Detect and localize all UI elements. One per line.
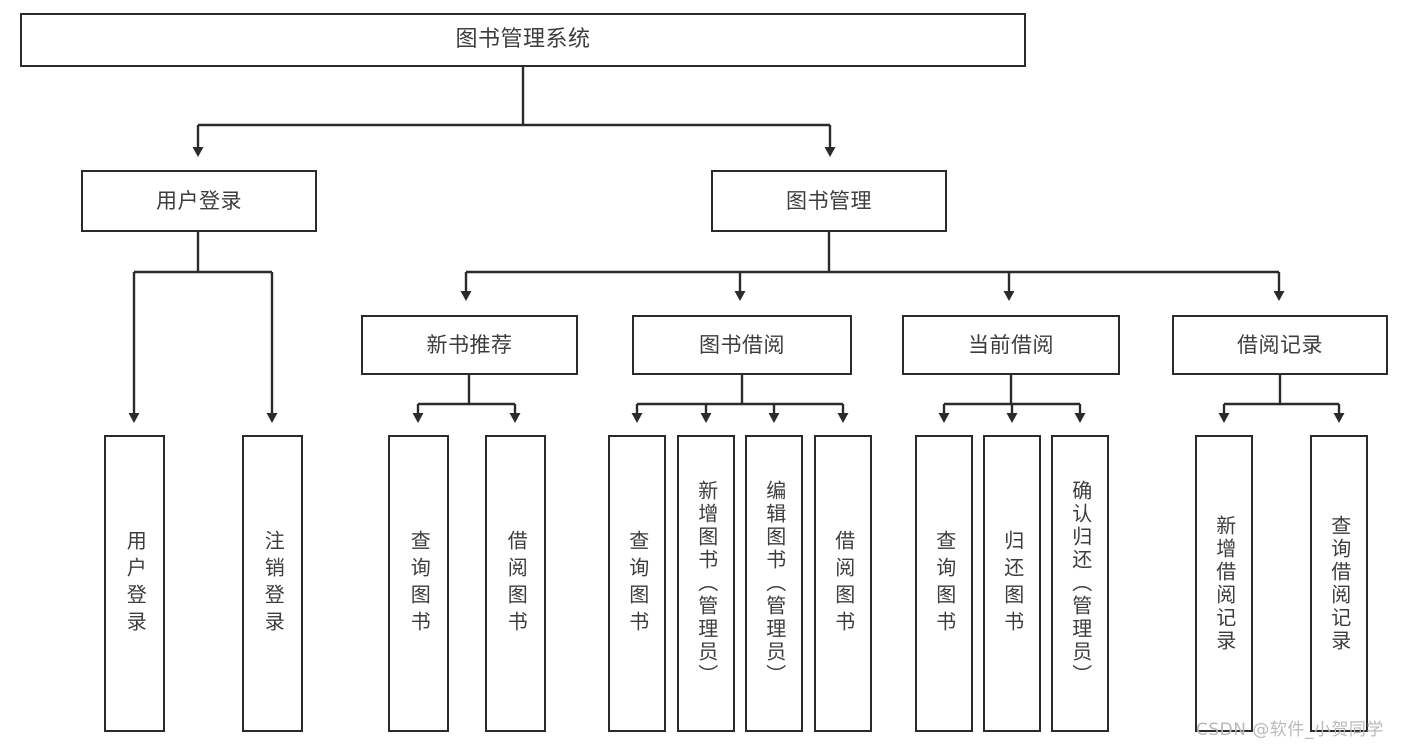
leaf-return-book[interactable]: 归还图书 [983,435,1041,732]
leaf-query-record-label: 查询借阅记录 [1327,514,1352,653]
leaf-user-login-label: 用户登录 [123,529,148,638]
node-root[interactable]: 图书管理系统 [20,13,1026,67]
csdn-watermark: CSDN @软件_小贺同学 [1196,720,1384,740]
leaf-confirm-return-label: 确认归还（管理员） [1068,480,1093,687]
leaf-query-record[interactable]: 查询借阅记录 [1310,435,1368,732]
node-book-manage[interactable]: 图书管理 [711,170,947,232]
node-new-book-rec[interactable]: 新书推荐 [361,315,578,375]
leaf-add-book-label: 新增图书（管理员） [694,480,719,687]
leaf-query-book-1-label: 查询图书 [407,529,432,638]
leaf-return-book-label: 归还图书 [1000,529,1025,638]
leaf-borrow-book-1-label: 借阅图书 [504,529,529,638]
node-book-borrow[interactable]: 图书借阅 [632,315,852,375]
leaf-logout-label: 注销登录 [261,529,286,638]
leaf-add-record-label: 新增借阅记录 [1212,514,1237,653]
leaf-user-login[interactable]: 用户登录 [104,435,165,732]
leaf-query-book-1[interactable]: 查询图书 [388,435,449,732]
leaf-add-book[interactable]: 新增图书（管理员） [677,435,735,732]
leaf-borrow-book-1[interactable]: 借阅图书 [485,435,546,732]
node-current-borrow[interactable]: 当前借阅 [902,315,1120,375]
node-new-book-rec-label: 新书推荐 [426,332,513,357]
node-root-label: 图书管理系统 [455,27,591,53]
node-book-manage-label: 图书管理 [786,188,872,213]
leaf-confirm-return[interactable]: 确认归还（管理员） [1051,435,1109,732]
leaf-edit-book[interactable]: 编辑图书（管理员） [745,435,803,732]
node-borrow-record[interactable]: 借阅记录 [1172,315,1388,375]
leaf-add-record[interactable]: 新增借阅记录 [1195,435,1253,732]
leaf-edit-book-label: 编辑图书（管理员） [762,480,787,687]
leaf-borrow-book-2-label: 借阅图书 [831,529,856,638]
leaf-borrow-book-2[interactable]: 借阅图书 [814,435,872,732]
leaf-query-book-3[interactable]: 查询图书 [915,435,973,732]
node-current-borrow-label: 当前借阅 [968,332,1054,357]
node-user-login-label: 用户登录 [156,188,242,213]
leaf-query-book-2-label: 查询图书 [625,529,650,638]
node-borrow-record-label: 借阅记录 [1237,332,1323,357]
leaf-query-book-3-label: 查询图书 [932,529,957,638]
leaf-logout[interactable]: 注销登录 [242,435,303,732]
node-user-login[interactable]: 用户登录 [81,170,317,232]
leaf-query-book-2[interactable]: 查询图书 [608,435,666,732]
node-book-borrow-label: 图书借阅 [699,332,785,357]
